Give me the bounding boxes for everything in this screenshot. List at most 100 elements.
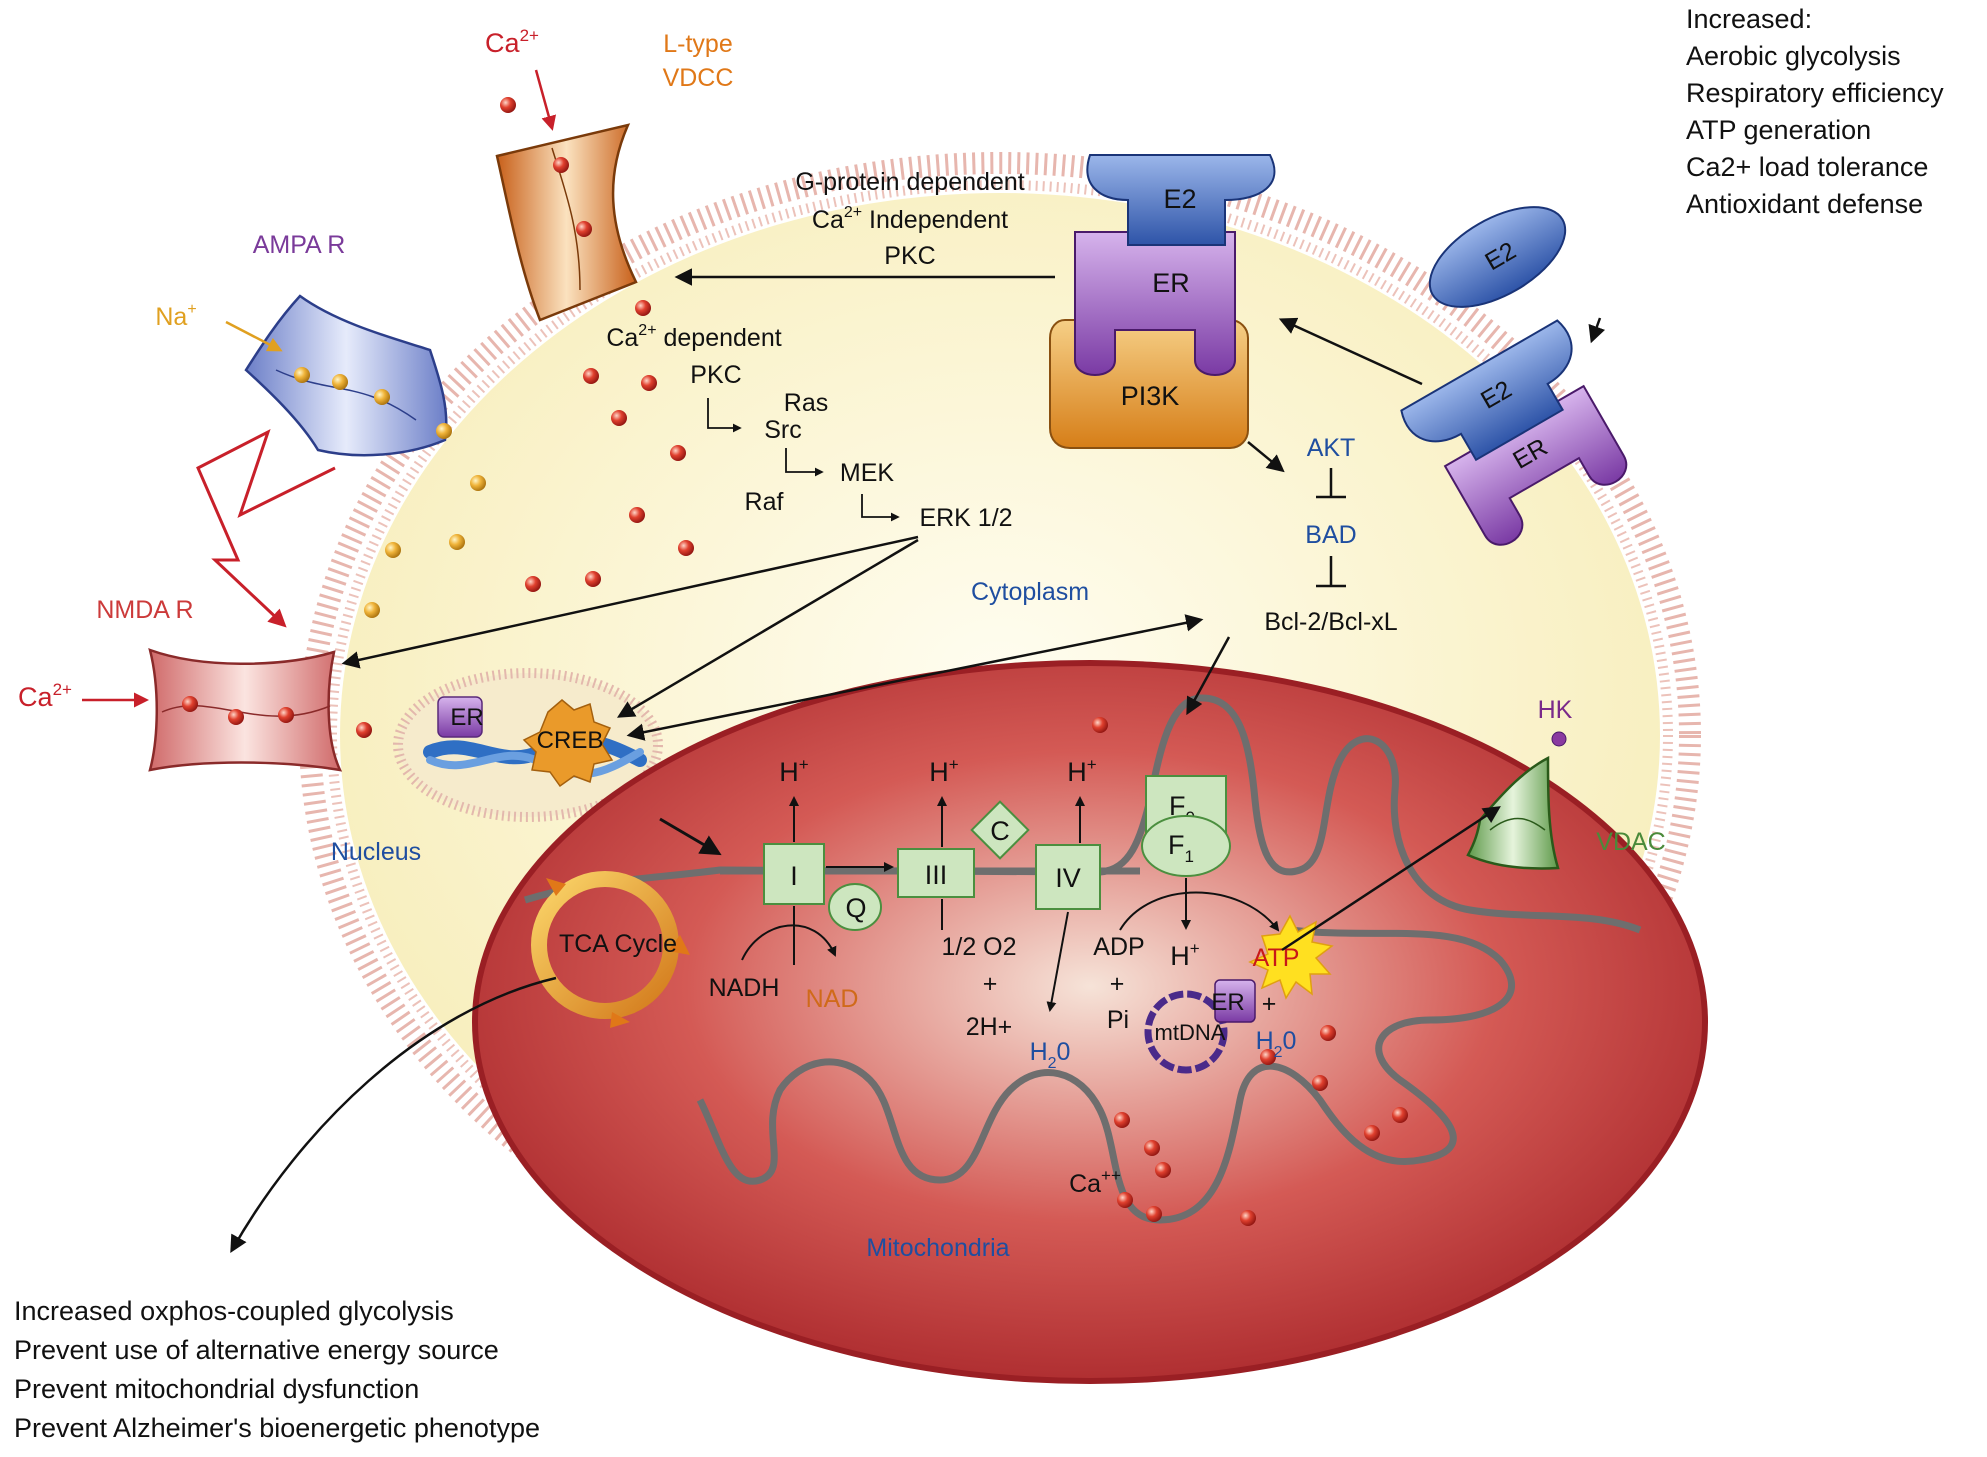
nadh-to-nad-arc	[741, 924, 837, 961]
f1-sub: 1	[1185, 847, 1194, 866]
ca-ion	[629, 507, 645, 523]
e2-ligand-upper	[1086, 154, 1276, 246]
ca-ion	[1092, 717, 1108, 733]
f0-main: F	[1169, 791, 1186, 821]
outcomes-bottom-item: Increased oxphos-coupled glycolysis	[14, 1296, 454, 1326]
ca-dependent: Ca2+ dependent	[606, 322, 781, 352]
akt-inhibits-bad	[1316, 468, 1346, 499]
ltype-ion-sup: 2+	[520, 26, 539, 45]
h-plus-iv-sup: +	[1087, 755, 1097, 774]
outcomes-top-item: Antioxidant defense	[1686, 189, 1923, 219]
gprot-line1: G-protein dependent	[795, 168, 1024, 196]
pi-label: Pi	[1107, 1006, 1129, 1034]
h-plus-f1-main: H	[1170, 941, 1190, 971]
e2-ligand-right	[1400, 319, 1573, 462]
na-ion	[449, 534, 465, 550]
outcomes-bottom: Increased oxphos-coupled glycolysis Prev…	[14, 1296, 540, 1443]
ampa-name: AMPA R	[253, 231, 346, 259]
er-e2-membrane-complex: E2 ER E2	[1400, 206, 1628, 546]
coenzyme-q	[828, 883, 882, 931]
pkc-to-src-arrow	[707, 398, 742, 433]
vdac-channel-pore	[1489, 817, 1546, 831]
nmda-ion-sup: 2+	[53, 680, 72, 699]
nmda-ion-main: Ca	[18, 682, 53, 712]
mito-er	[1214, 979, 1256, 1023]
ca-dep-post: dependent	[657, 324, 782, 352]
complex-i	[763, 843, 825, 905]
h-plus-iii-sup: +	[949, 755, 959, 774]
h2o-complex-iv: H20	[1030, 1038, 1071, 1072]
ltype-vdcc-channel: L-type VDCC Ca2+	[485, 26, 733, 322]
ca-ion	[356, 722, 372, 738]
outcomes-bottom-item: Prevent Alzheimer's bioenergetic phenoty…	[14, 1413, 540, 1443]
bad-label: BAD	[1305, 521, 1356, 549]
ampa-ion-main: Na	[155, 303, 187, 331]
ca-ion	[583, 368, 599, 384]
cytochrome-c-label: C	[990, 816, 1010, 846]
h2o-iv-main: H	[1030, 1038, 1048, 1066]
ca-ion	[1117, 1192, 1133, 1208]
h-plus-i-main: H	[779, 757, 799, 787]
mito-ca-main: Ca	[1069, 1170, 1101, 1198]
ampa-ion-label: Na+	[155, 301, 196, 331]
mek-label: MEK	[840, 459, 895, 487]
h-plus-iii: H+	[929, 755, 959, 787]
ltype-name-line1: L-type	[663, 30, 732, 58]
h-plus-iv: H+	[1067, 755, 1097, 787]
nmda-ca-ion-3	[278, 707, 294, 723]
nuclear-er	[437, 696, 483, 738]
creb-protein	[522, 699, 614, 788]
mek-to-erk-arrow	[861, 494, 900, 522]
src-label: Src	[764, 416, 802, 444]
sodium-ions	[364, 475, 486, 618]
complex-iv-water-arrow	[1046, 911, 1069, 1012]
vdac-channel-body	[1466, 755, 1560, 870]
outcomes-top: Increased: Aerobic glycolysis Respirator…	[1686, 4, 1944, 219]
ampa-na-ion	[294, 367, 310, 383]
nmda-receptor: NMDA R Ca2+	[18, 596, 343, 772]
ca-ion	[1312, 1075, 1328, 1091]
hk-label: HK	[1538, 696, 1573, 724]
outcomes-top-heading: Increased:	[1686, 4, 1812, 34]
nadh-label: NADH	[709, 974, 780, 1002]
f1-main: F	[1168, 830, 1185, 860]
e2-binding-arrow	[1588, 317, 1606, 344]
ampa-channel-body	[244, 294, 448, 457]
h2o-atp-sub: 2	[1274, 1044, 1283, 1061]
outcomes-top-item: Aerobic glycolysis	[1686, 41, 1901, 71]
hk-dot	[1551, 731, 1567, 747]
er-pi3k-complex: PI3K ER E2	[1049, 154, 1276, 449]
ca-ion	[1155, 1162, 1171, 1178]
two-h-label: 2H+	[966, 1013, 1013, 1041]
atp-to-vdac-arrow	[1281, 806, 1501, 952]
ampa-ion-sup: +	[187, 301, 196, 318]
complex-i-label: I	[790, 861, 798, 891]
na-ion	[385, 542, 401, 558]
pi3k-label: PI3K	[1121, 381, 1180, 411]
e2-ligand-free	[1428, 206, 1567, 308]
cytochrome-c	[970, 800, 1030, 860]
na-ion	[364, 602, 380, 618]
nad-label: NAD	[806, 985, 859, 1013]
akt-label: AKT	[1307, 434, 1356, 462]
ampa-na-ion-2	[332, 374, 348, 390]
er-recruit-arrow	[1278, 317, 1423, 386]
ca-ion	[1364, 1125, 1380, 1141]
ampa-receptor: AMPA R Na+	[155, 231, 452, 628]
cell-membrane-inner	[327, 180, 1673, 1290]
vdac-channel: HK VDAC	[1466, 696, 1666, 870]
gprot-line2-pre: Ca	[812, 206, 844, 234]
ampa-na-ion-4	[436, 423, 452, 439]
vdac-label: VDAC	[1596, 828, 1665, 856]
outcomes-top-item: Ca2+ load tolerance	[1686, 152, 1928, 182]
outcomes-bottom-item: Prevent mitochondrial dysfunction	[14, 1374, 419, 1404]
ltype-ion-arrow	[534, 69, 557, 131]
ca-ion	[1320, 1025, 1336, 1041]
nmda-ca-ion-2	[228, 709, 244, 725]
h2o-iv-tail: 0	[1057, 1038, 1071, 1066]
mito-er-label: ER	[1211, 989, 1244, 1016]
ca-ion	[1146, 1206, 1162, 1222]
ca-ion	[1260, 1049, 1276, 1065]
atp-burst	[1248, 914, 1334, 1000]
bcl-creb-double-arrow	[626, 614, 1204, 741]
